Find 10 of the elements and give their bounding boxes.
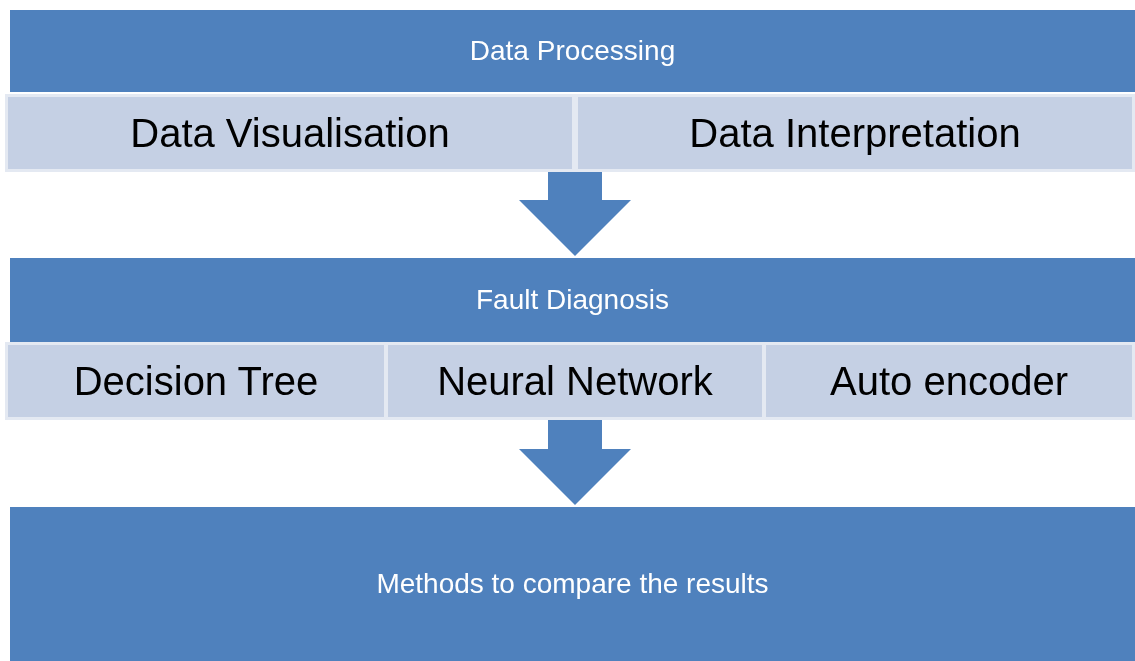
block-arrow <box>519 172 631 256</box>
section-band: Data Processing <box>10 10 1135 92</box>
section-band: Methods to compare the results <box>10 507 1135 661</box>
method-box: Data Visualisation <box>5 94 575 172</box>
block-arrow <box>519 420 631 505</box>
method-box: Data Interpretation <box>575 94 1135 172</box>
method-box: Auto encoder <box>763 342 1135 420</box>
method-box: Neural Network <box>385 342 765 420</box>
method-box: Decision Tree <box>5 342 387 420</box>
section-band: Fault Diagnosis <box>10 258 1135 342</box>
